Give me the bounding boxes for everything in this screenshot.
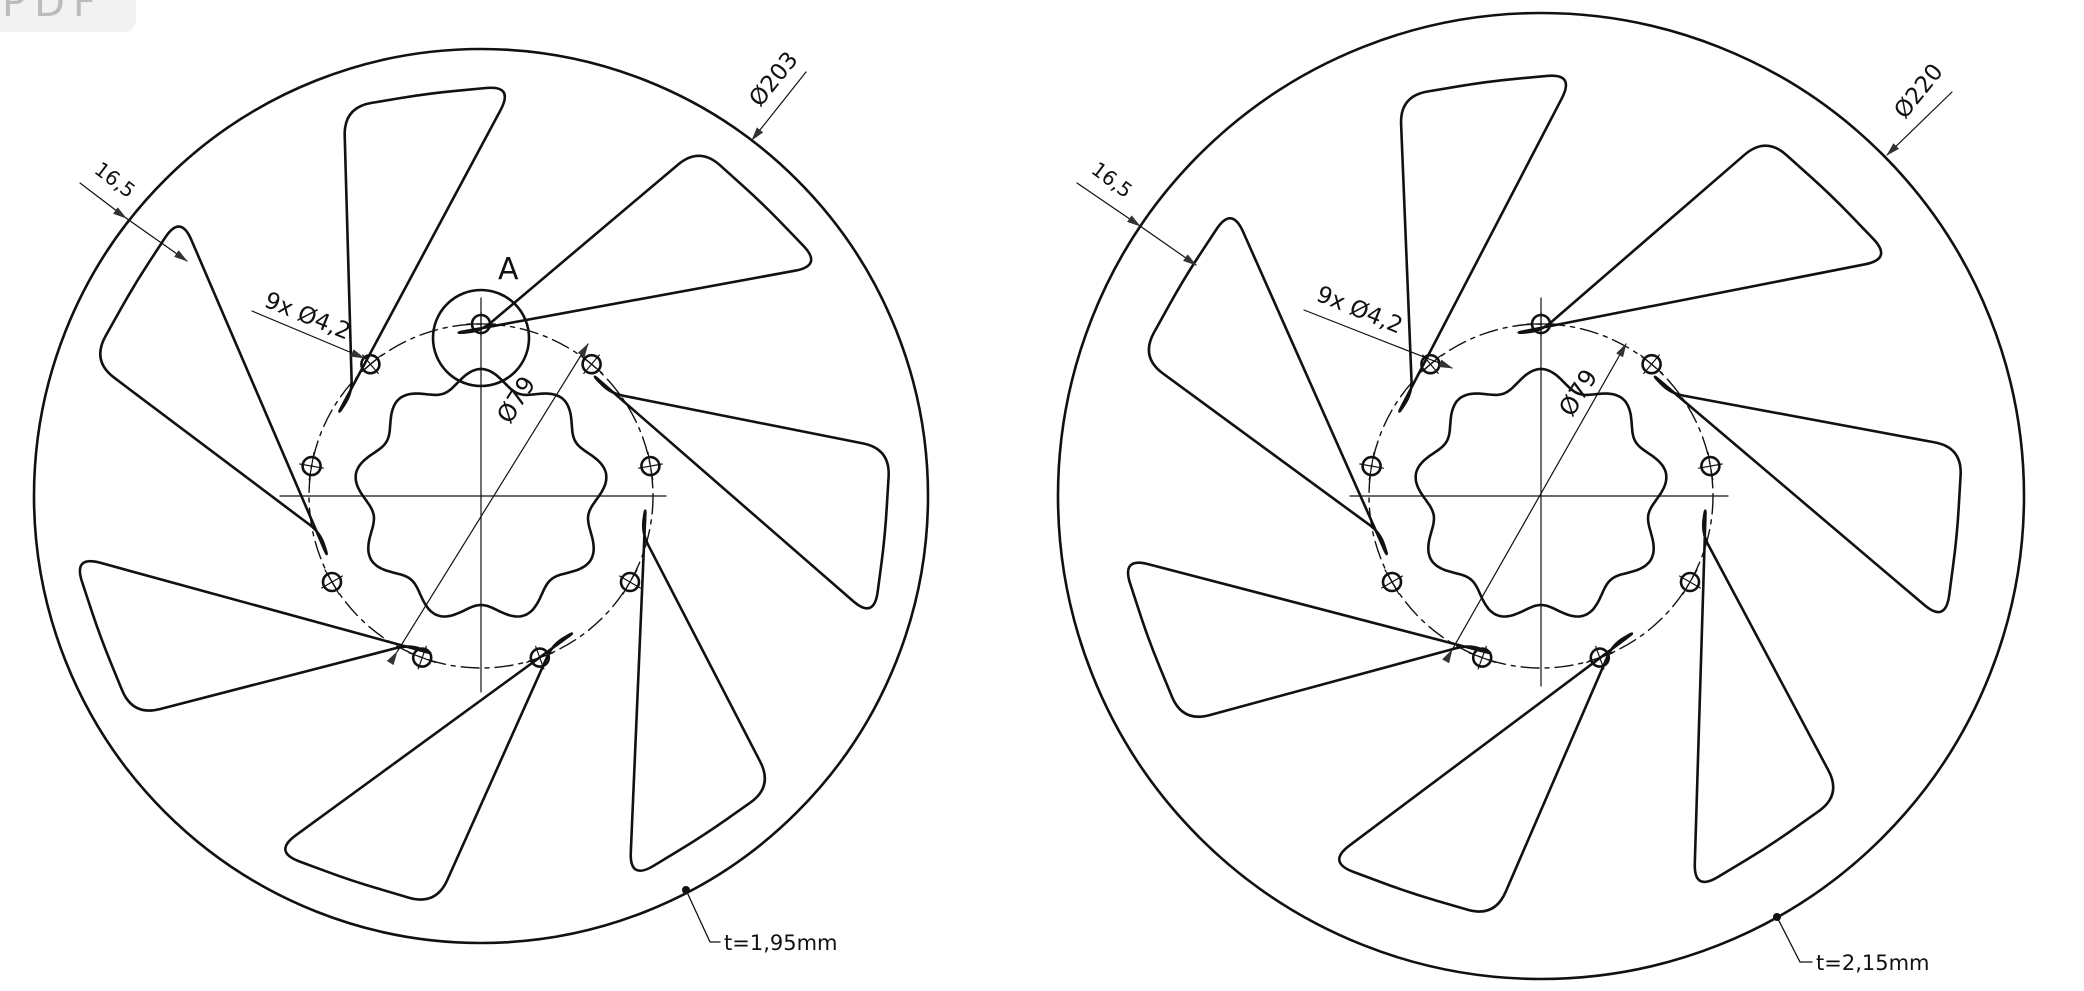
pdf-tab-label: PDF (2, 0, 104, 26)
bolt-hole (321, 569, 343, 595)
bolt-hole (1640, 353, 1663, 375)
outer-dim-leader (1886, 91, 1953, 156)
outer-diameter-label: Ø203 (744, 47, 803, 112)
thickness-label: t=2,15mm (1816, 951, 1930, 975)
bolt-hole (1381, 569, 1404, 595)
disc-cutouts (78, 86, 890, 901)
bolt-hole (1697, 451, 1723, 481)
cutout-3 (1693, 509, 1835, 884)
disc-outer-edge (1056, 11, 2026, 981)
bolt-hole (618, 569, 641, 595)
bolt-hole (359, 353, 382, 375)
band-dim-line (1127, 215, 1197, 266)
pdf-tab-fragment: PDF (0, 0, 136, 32)
bolt-hole (1678, 569, 1701, 595)
cutout-4 (284, 632, 574, 901)
cutout-5 (1126, 561, 1492, 719)
bolt-hole (580, 353, 603, 375)
bolt-hole (408, 645, 436, 670)
band-width-label: 16,5 (1087, 157, 1137, 203)
brake-disc-220: Ø79 9x Ø4,2 16,5 Ø220 t=2,15mm (1056, 11, 2026, 981)
bolt-hole (637, 451, 663, 481)
disc-cutouts (1126, 74, 1962, 913)
bolt-hole (466, 311, 496, 337)
bolt-hole (1526, 311, 1556, 337)
brake-disc-203: A Ø79 9x Ø4,2 16,5 Ø203 t=1,95mm (32, 47, 930, 955)
outer-dim-leader (751, 71, 807, 141)
bolt-holes-leader (251, 310, 365, 359)
cutout-6 (1147, 217, 1388, 556)
band-dim-line (113, 207, 188, 262)
cutout-7 (338, 86, 507, 413)
bolt-holes-label: 9x Ø4,2 (261, 287, 354, 345)
bolt-circle-dim-line (386, 343, 589, 666)
bolt-hole (299, 451, 324, 481)
bolt-circle-dim-line (1442, 343, 1627, 664)
cutout-4 (1338, 632, 1634, 913)
thickness-leader (1776, 916, 1813, 963)
cutout-6 (98, 225, 329, 556)
bolt-holes-leader (1303, 309, 1453, 369)
bolt-holes-label: 9x Ø4,2 (1313, 281, 1406, 339)
cutout-1 (457, 154, 813, 335)
cutout-2 (593, 375, 890, 610)
disc-outer-edge (32, 47, 930, 945)
bolt-circle-dim-label: Ø79 (491, 371, 541, 428)
outer-diameter-label: Ø220 (1889, 59, 1948, 124)
bolt-circle-dim-label: Ø79 (1553, 364, 1603, 421)
cutout-2 (1653, 375, 1962, 614)
cutout-7 (1398, 74, 1568, 413)
bolt-hole (1359, 451, 1385, 481)
thickness-label: t=1,95mm (724, 931, 838, 955)
cutout-5 (78, 559, 432, 712)
cutout-1 (1517, 144, 1883, 335)
cutout-3 (629, 509, 767, 872)
thickness-leader (685, 889, 721, 943)
detail-a-label: A (498, 252, 519, 287)
